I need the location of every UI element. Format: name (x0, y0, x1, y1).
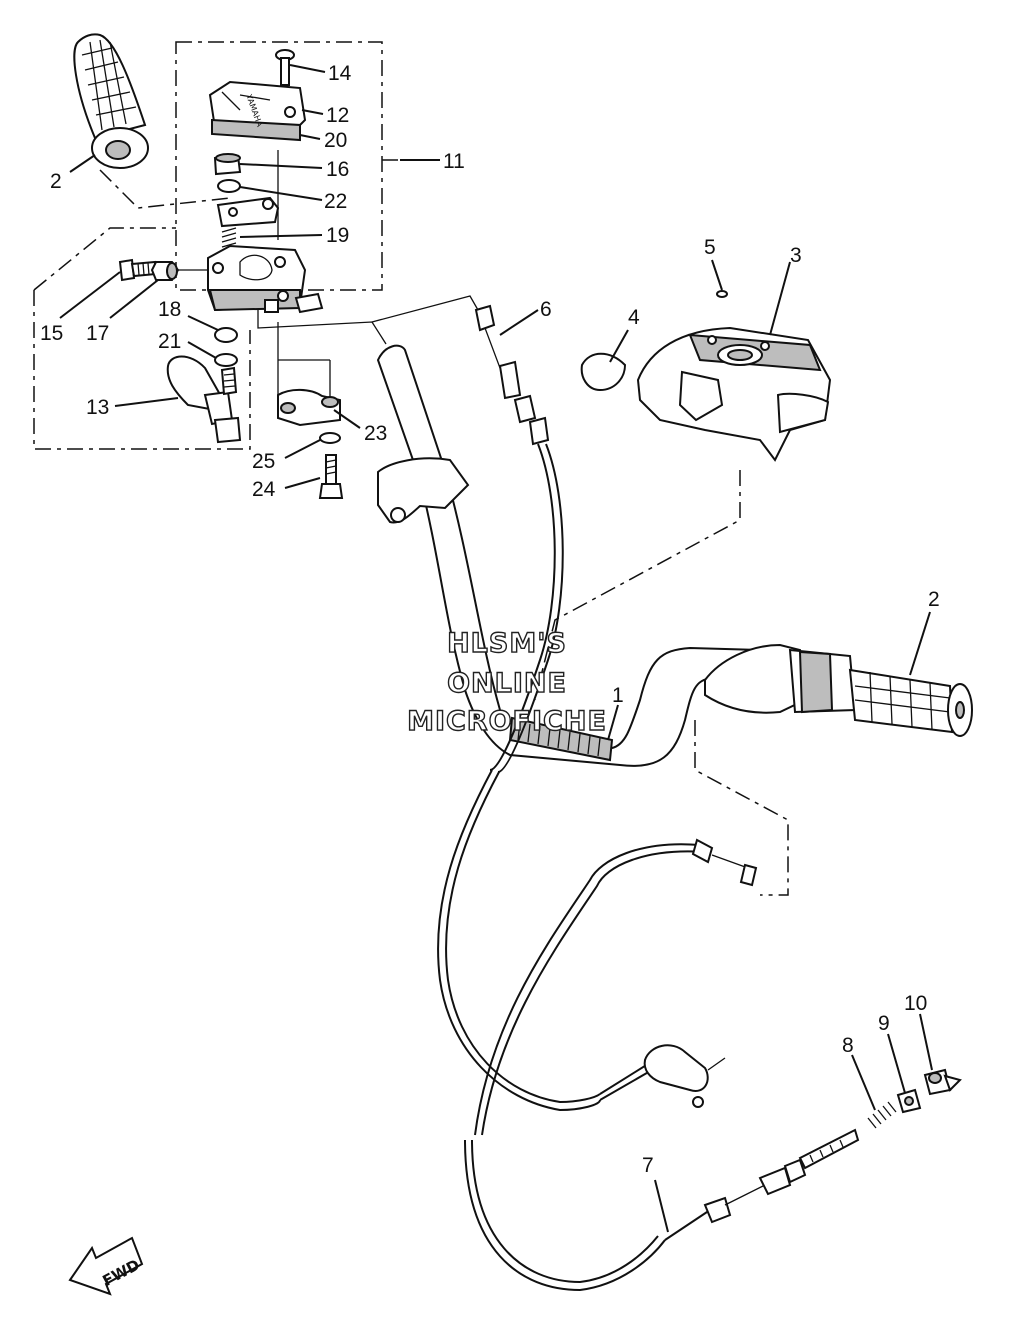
pin-5 (716, 290, 728, 298)
switch-cover (636, 326, 832, 462)
callout-2-right: 2 (928, 588, 940, 611)
callout-3: 3 (790, 244, 802, 267)
leader-lines (59, 64, 933, 1233)
callout-22: 22 (324, 190, 347, 213)
callout-10: 10 (904, 992, 927, 1015)
callout-23: 23 (364, 422, 387, 445)
left-grip (73, 33, 149, 169)
callout-16: 16 (326, 158, 349, 181)
throttle-housing-cover: YAMAHA (208, 80, 307, 142)
callout-1: 1 (612, 684, 624, 707)
brake-cable (464, 838, 860, 1292)
callout-17: 17 (86, 322, 109, 345)
callout-6: 6 (540, 298, 552, 321)
nut-16 (213, 153, 242, 176)
callout-4: 4 (628, 306, 640, 329)
watermark-line-3: MICROFICHE (407, 706, 607, 737)
throttle-cable (437, 304, 653, 1112)
washer-18 (214, 327, 238, 343)
handlebar (376, 344, 770, 767)
callout-9: 9 (878, 1012, 890, 1035)
screw-14 (275, 49, 295, 86)
callout-2-left: 2 (50, 170, 62, 193)
callout-25: 25 (252, 450, 275, 473)
bolt-24 (318, 454, 344, 499)
callout-12: 12 (326, 104, 349, 127)
spring-19 (221, 227, 237, 248)
forward-direction-arrow: FWD (68, 1236, 144, 1296)
clamp-bracket (277, 388, 341, 427)
watermark-line-1: HLSM'S (447, 628, 567, 659)
washer-21 (214, 353, 238, 367)
carburetor-end (643, 1044, 726, 1108)
nut-17 (150, 261, 180, 281)
callout-8: 8 (842, 1034, 854, 1057)
callout-18: 18 (158, 298, 181, 321)
throttle-grip-right (704, 643, 973, 737)
callout-24: 24 (252, 478, 276, 501)
callout-labels: 14 12 20 16 22 19 11 2 15 17 18 21 13 23… (40, 62, 940, 1177)
callout-14: 14 (328, 62, 352, 85)
watermark: HLSM'S ONLINE MICROFICHE (406, 627, 607, 737)
callout-20: 20 (324, 129, 347, 152)
callout-15: 15 (40, 322, 63, 345)
callout-5: 5 (704, 236, 716, 259)
screw-15 (118, 258, 158, 282)
callout-7: 7 (642, 1154, 654, 1177)
callout-21: 21 (158, 330, 181, 353)
throttle-lever (166, 355, 242, 444)
adjuster-9 (896, 1088, 922, 1114)
rubber-cap (580, 352, 627, 392)
spring-8 (867, 1101, 897, 1129)
throttle-housing-body (207, 244, 324, 314)
callout-13: 13 (86, 396, 109, 419)
watermark-line-2: ONLINE (447, 668, 567, 699)
assembly-group-outlines (33, 41, 400, 450)
throttle-lever-plate (216, 196, 280, 228)
callout-19: 19 (326, 224, 349, 247)
washer-25 (319, 432, 341, 444)
washer-22 (217, 179, 241, 193)
wing-nut-10 (923, 1068, 962, 1096)
callout-11: 11 (443, 150, 465, 173)
